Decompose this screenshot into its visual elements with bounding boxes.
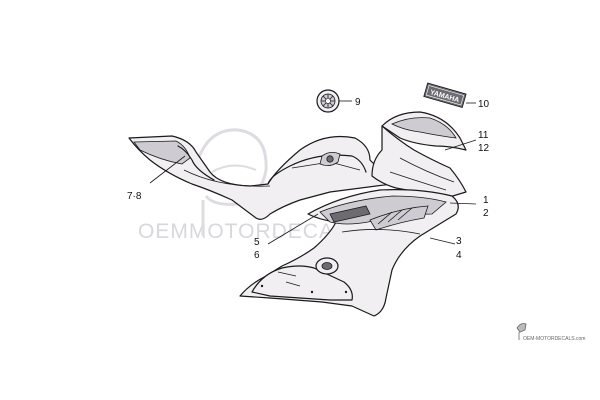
callout-2: 2 xyxy=(483,208,489,219)
part-9-emblem xyxy=(316,89,352,113)
footer-watermark-text: OEM-MOTORDECALS.com xyxy=(523,336,585,342)
callout-11: 11 xyxy=(478,130,489,141)
footer-watermark: OEM-MOTORDECALS.com xyxy=(516,323,585,342)
windscreen-tint xyxy=(391,117,457,139)
side-logo-decal xyxy=(329,205,371,223)
tail-cowl xyxy=(128,135,393,220)
badge-rect xyxy=(423,82,467,109)
upper-cowl xyxy=(371,111,467,199)
model-number-decal xyxy=(369,205,429,231)
callout-12: 12 xyxy=(478,143,490,154)
side-fairing xyxy=(239,189,459,317)
footer-logo-icon xyxy=(516,323,527,340)
callout-10: 10 xyxy=(478,99,490,110)
callouts: 9 10 11 12 1 2 3 4 5 6 7·8 xyxy=(127,97,490,261)
part-10-badge: YAMAHA xyxy=(423,82,476,109)
tail-stripe xyxy=(133,140,191,165)
tank-logo-dot xyxy=(326,155,334,163)
callout-9: 9 xyxy=(355,97,361,108)
callout-1: 1 xyxy=(483,195,489,206)
callout-5: 5 xyxy=(254,237,260,248)
callout-3: 3 xyxy=(456,236,462,247)
leader-lines xyxy=(149,139,477,245)
callout-4: 4 xyxy=(456,250,462,261)
callout-6: 6 xyxy=(254,250,260,261)
callout-7-8: 7·8 xyxy=(127,191,142,202)
air-duct-inner xyxy=(321,262,333,270)
watermark-helmet-icon xyxy=(193,128,268,236)
